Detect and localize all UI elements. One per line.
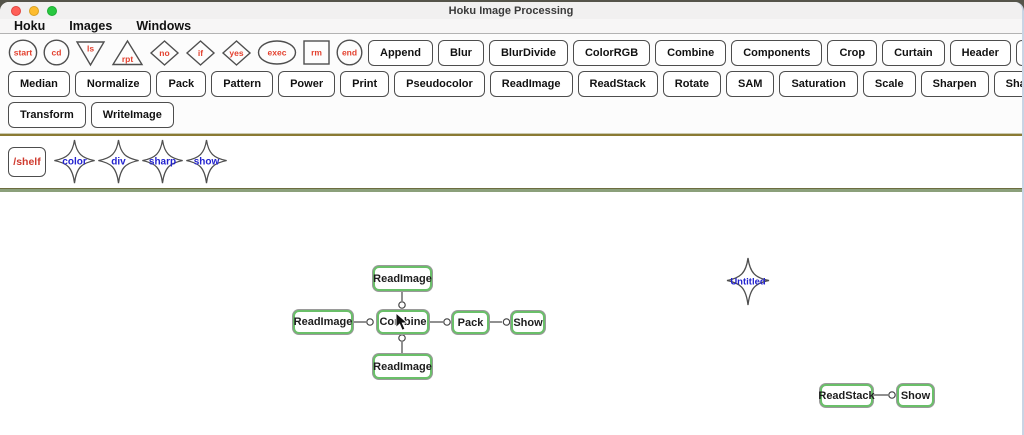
menu-windows[interactable]: Windows: [136, 19, 192, 33]
svg-text:if: if: [198, 48, 203, 58]
tool-button-scale[interactable]: Scale: [862, 70, 916, 97]
shelf-item-label: div: [111, 156, 126, 168]
svg-text:no: no: [159, 48, 169, 58]
shelf-item-label: sharp: [148, 156, 177, 168]
svg-text:end: end: [342, 48, 357, 58]
tool-button-power[interactable]: Power: [278, 70, 336, 97]
rpt-triangle-up-icon: rpt: [111, 39, 144, 65]
toolbar: start cd ls rpt: [0, 34, 1022, 133]
start-ellipse-icon: start: [8, 39, 38, 66]
tool-button-curtain[interactable]: Curtain: [882, 39, 945, 66]
menu-bar: Hoku Images Windows: [0, 19, 1022, 34]
four-point-star-icon: [98, 139, 139, 184]
svg-text:ls: ls: [87, 43, 94, 53]
toolbar-row-3: Transform WriteImage: [8, 101, 1022, 128]
exec-ellipse-icon: exec: [257, 40, 297, 65]
four-point-star-icon: [142, 139, 183, 184]
tool-button-print[interactable]: Print: [340, 70, 390, 97]
tool-button-transform[interactable]: Transform: [8, 101, 86, 128]
toolbar-row-2: Median Normalize Pack Pattern Power Prin…: [8, 70, 1022, 97]
workflow-star-untitled[interactable]: Untitled: [725, 256, 771, 308]
ls-triangle-down-icon: ls: [75, 40, 106, 66]
close-window-icon[interactable]: [11, 5, 21, 16]
node-show-2[interactable]: Show: [897, 384, 934, 407]
shelf-item-color[interactable]: color: [52, 138, 97, 186]
flow-icon-no[interactable]: no: [149, 39, 180, 67]
tool-button-normalize[interactable]: Normalize: [74, 70, 152, 97]
tool-button-median[interactable]: Median: [8, 70, 70, 97]
svg-text:rm: rm: [311, 48, 322, 58]
minimize-window-icon[interactable]: [29, 5, 39, 16]
if-diamond-icon: if: [185, 39, 216, 66]
svg-text:exec: exec: [268, 48, 287, 58]
cd-circle-icon: cd: [43, 39, 70, 66]
shelf-item-div[interactable]: div: [96, 138, 141, 186]
tool-button-pseudocolor[interactable]: Pseudocolor: [394, 70, 485, 97]
svg-text:rpt: rpt: [122, 54, 134, 64]
shelf-button[interactable]: /shelf: [8, 147, 46, 177]
tool-button-pack[interactable]: Pack: [156, 70, 207, 97]
window-title: Hoku Image Processing: [448, 4, 574, 17]
tool-button-sharpen[interactable]: Sharpen: [920, 70, 989, 97]
flow-icon-ls[interactable]: ls: [75, 39, 106, 67]
tool-button-components[interactable]: Components: [731, 39, 823, 66]
tool-button-sharpie[interactable]: Sharpie: [993, 70, 1022, 97]
flow-icon-rpt[interactable]: rpt: [111, 39, 144, 67]
tool-button-readimage[interactable]: ReadImage: [489, 70, 573, 97]
flow-icon-cd[interactable]: cd: [43, 39, 70, 66]
tool-button-saturation[interactable]: Saturation: [779, 70, 858, 97]
end-circle-icon: end: [336, 39, 363, 66]
tool-button-combine[interactable]: Combine: [655, 39, 727, 66]
flow-icon-rm[interactable]: rm: [302, 39, 331, 66]
tool-button-readstack[interactable]: ReadStack: [577, 70, 658, 97]
shelf-item-show[interactable]: show: [184, 138, 229, 186]
flow-icon-end[interactable]: end: [336, 39, 363, 66]
shelf-item-label: show: [193, 156, 220, 168]
flow-icon-yes[interactable]: yes: [221, 39, 252, 67]
four-point-star-icon: [726, 257, 770, 306]
node-readimage-bottom[interactable]: ReadImage: [373, 354, 432, 379]
traffic-lights: [11, 5, 57, 16]
title-bar: Hoku Image Processing: [0, 2, 1022, 19]
flow-icon-if[interactable]: if: [185, 39, 216, 67]
workflow-canvas[interactable]: ReadImage ReadImage Combine ReadImage Pa…: [0, 192, 1022, 435]
shelf-item-sharp[interactable]: sharp: [140, 138, 185, 186]
shelf-canvas-divider: [0, 188, 1022, 192]
no-diamond-icon: no: [149, 39, 180, 66]
workflow-star-label: Untitled: [730, 276, 766, 288]
tool-button-pattern[interactable]: Pattern: [211, 70, 274, 97]
node-pack[interactable]: Pack: [452, 311, 489, 334]
node-readimage-left[interactable]: ReadImage: [293, 310, 353, 334]
tool-button-rotate[interactable]: Rotate: [662, 70, 721, 97]
shelf-item-label: color: [62, 156, 87, 168]
shelf-bar: /shelf color div sharp show: [0, 136, 1022, 188]
four-point-star-icon: [54, 139, 95, 184]
tool-button-header[interactable]: Header: [949, 39, 1011, 66]
four-point-star-icon: [186, 139, 227, 184]
svg-text:start: start: [14, 48, 33, 58]
tool-button-sam[interactable]: SAM: [726, 70, 775, 97]
rm-square-icon: rm: [303, 40, 330, 65]
toolbar-shelf-divider: [0, 133, 1022, 136]
node-readstack[interactable]: ReadStack: [818, 384, 875, 407]
tool-button-blur[interactable]: Blur: [437, 39, 484, 66]
svg-text:yes: yes: [229, 48, 243, 58]
zoom-window-icon[interactable]: [47, 5, 57, 16]
tool-button-blurdivide[interactable]: BlurDivide: [488, 39, 568, 66]
tool-button-histogram[interactable]: Histogram: [1015, 39, 1022, 66]
menu-images[interactable]: Images: [69, 19, 113, 33]
node-readimage-top[interactable]: ReadImage: [373, 266, 432, 291]
toolbar-row-1: start cd ls rpt: [8, 39, 1022, 66]
flow-icon-exec[interactable]: exec: [257, 39, 297, 66]
tool-button-writeimage[interactable]: WriteImage: [90, 101, 174, 128]
flow-icon-start[interactable]: start: [8, 39, 38, 66]
tool-button-colorrgb[interactable]: ColorRGB: [572, 39, 651, 66]
tool-button-append[interactable]: Append: [368, 39, 433, 66]
node-combine[interactable]: Combine: [377, 310, 429, 334]
yes-diamond-icon: yes: [221, 39, 252, 66]
menu-hoku[interactable]: Hoku: [14, 19, 46, 33]
tool-button-crop[interactable]: Crop: [827, 39, 878, 66]
node-show[interactable]: Show: [511, 311, 545, 334]
svg-text:cd: cd: [52, 48, 62, 58]
